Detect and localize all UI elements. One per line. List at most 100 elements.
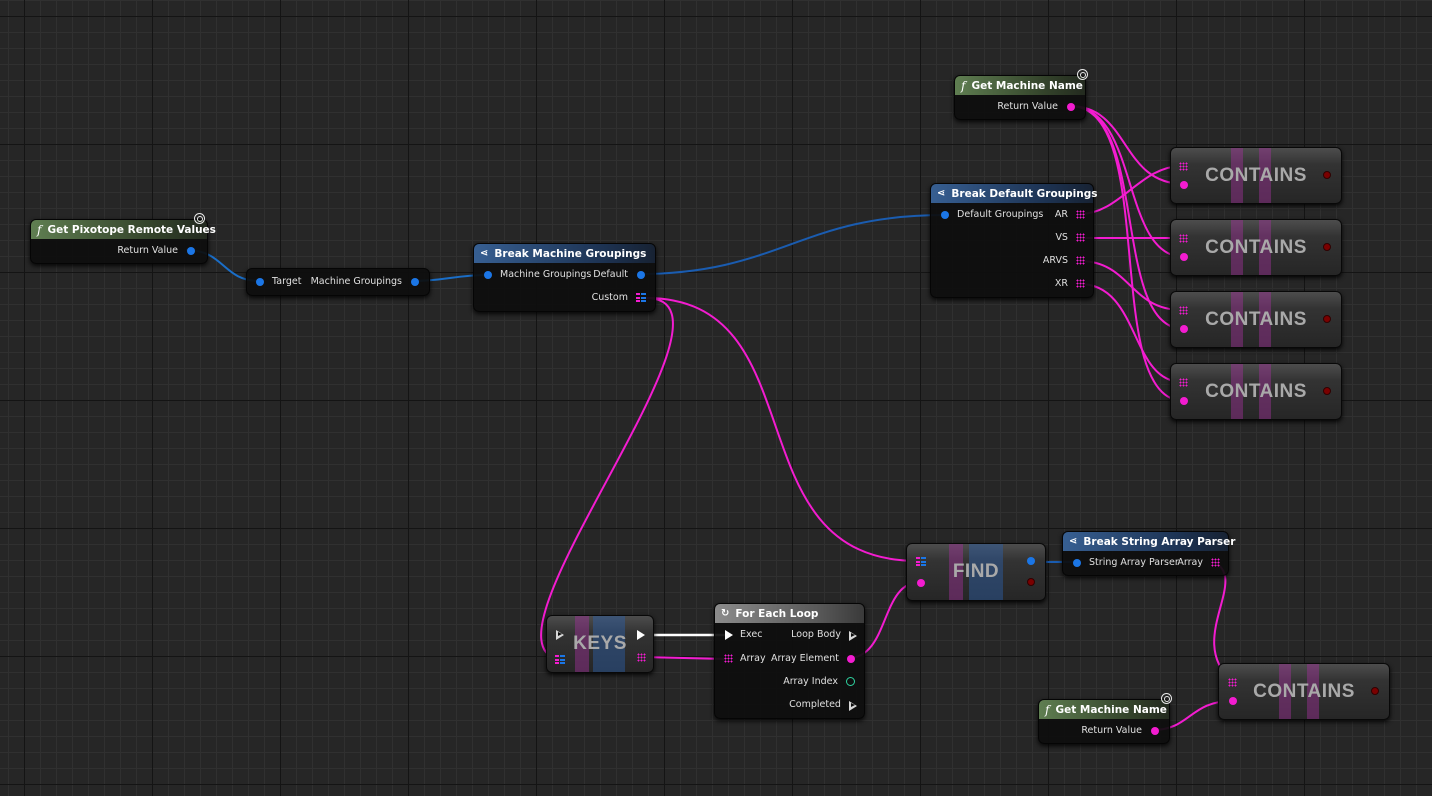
pin-xr-out[interactable]: XR (1055, 278, 1085, 290)
array-pin-icon[interactable] (1076, 210, 1085, 219)
pin-string-array-parser-in[interactable]: String Array Parser (1073, 557, 1179, 569)
node-break-string-array-parser[interactable]: ⋖ Break String Array Parser String Array… (1062, 531, 1235, 576)
bool-out-pin-icon[interactable] (1323, 243, 1331, 251)
pin-loop-body[interactable]: Loop Body (791, 629, 857, 641)
node-get-pixotope-remote-values[interactable]: f Get Pixotope Remote Values Return Valu… (30, 219, 216, 264)
pin-array-in[interactable]: Array (724, 653, 766, 665)
network-replication-icon (1161, 693, 1172, 704)
array-pin-icon[interactable] (1179, 378, 1188, 387)
string-pin-icon[interactable] (1180, 253, 1188, 261)
struct-pin-icon[interactable] (411, 277, 419, 286)
node-contains-5[interactable]: CONTAINS (1218, 663, 1390, 720)
exec-pin-icon[interactable] (849, 700, 857, 711)
exec-out-pin-icon[interactable] (637, 630, 645, 640)
pin-return-value[interactable]: Return Value (997, 101, 1075, 113)
node-contains-4[interactable]: CONTAINS (1170, 363, 1342, 420)
pin-exec-in[interactable]: Exec (725, 629, 762, 641)
bool-out-pin-icon[interactable] (1323, 171, 1331, 179)
break-struct-icon: ⋖ (1069, 536, 1078, 547)
pin-array-out[interactable]: Array (1177, 557, 1220, 569)
array-pin-icon[interactable] (637, 653, 646, 662)
string-pin-icon[interactable] (1180, 397, 1188, 405)
pin-array-index[interactable]: Array Index (783, 676, 855, 688)
pin-completed[interactable]: Completed (789, 699, 857, 711)
node-break-default-groupings[interactable]: ⋖ Break Default Groupings Default Groupi… (930, 183, 1098, 298)
pin-vs-out[interactable]: VS (1055, 232, 1085, 244)
pin-target[interactable]: Target (256, 276, 301, 288)
string-pin-icon[interactable] (1151, 726, 1159, 735)
type-strip (1259, 220, 1271, 275)
struct-pin-icon[interactable] (1073, 558, 1081, 567)
wire-machine-name-4 (1069, 105, 1185, 402)
node-find[interactable]: FIND (906, 543, 1046, 601)
node-header[interactable]: ↻ For Each Loop (715, 604, 864, 623)
pin-label: Return Value (997, 101, 1058, 112)
node-title: CONTAINS (1205, 308, 1307, 330)
node-header[interactable]: f Get Machine Name (1039, 700, 1169, 719)
struct-pin-icon[interactable] (637, 270, 645, 279)
type-strip (575, 616, 589, 672)
array-pin-icon[interactable] (1076, 279, 1085, 288)
string-pin-icon[interactable] (1067, 102, 1075, 111)
node-header[interactable]: f Get Pixotope Remote Values (31, 220, 216, 239)
string-pin-icon[interactable] (1180, 181, 1188, 189)
bool-out-pin-icon[interactable] (1323, 387, 1331, 395)
pin-custom-out[interactable]: Custom (592, 292, 646, 304)
pin-arvs-out[interactable]: ARVS (1043, 255, 1085, 267)
type-strip (1259, 364, 1271, 419)
pin-ar-out[interactable]: AR (1055, 209, 1085, 221)
string-pin-icon[interactable] (1180, 325, 1188, 333)
bool-out-pin-icon[interactable] (1027, 578, 1035, 586)
array-pin-icon[interactable] (1211, 558, 1220, 567)
node-get-machine-name-top[interactable]: f Get Machine Name Return Value (954, 75, 1086, 120)
node-header[interactable]: ⋖ Break String Array Parser (1063, 532, 1235, 551)
integer-pin-icon[interactable] (846, 677, 855, 686)
node-get-machine-groupings[interactable]: Target Machine Groupings (246, 268, 430, 296)
pin-label: XR (1054, 278, 1068, 289)
node-keys[interactable]: KEYS (546, 615, 654, 673)
node-get-machine-name-bottom[interactable]: f Get Machine Name Return Value (1038, 699, 1170, 744)
array-pin-icon[interactable] (1076, 256, 1085, 265)
node-header[interactable]: f Get Machine Name (955, 76, 1085, 95)
exec-pin-icon[interactable] (725, 629, 733, 640)
struct-pin-icon[interactable] (484, 270, 492, 279)
pin-machine-groupings-in[interactable]: Machine Groupings (484, 269, 591, 281)
pin-machine-groupings-out[interactable]: Machine Groupings (311, 276, 419, 288)
break-struct-icon: ⋖ (937, 188, 946, 199)
string-pin-icon[interactable] (847, 654, 855, 663)
node-break-machine-groupings[interactable]: ⋖ Break Machine Groupings Machine Groupi… (473, 243, 656, 312)
array-pin-icon[interactable] (1179, 306, 1188, 315)
node-contains-1[interactable]: CONTAINS (1170, 147, 1342, 204)
struct-pin-icon[interactable] (941, 210, 949, 219)
node-header[interactable]: ⋖ Break Machine Groupings (474, 244, 655, 263)
pin-array-element[interactable]: Array Element (771, 653, 855, 665)
array-pin-icon[interactable] (1179, 234, 1188, 243)
struct-pin-icon[interactable] (1027, 557, 1035, 565)
node-title: CONTAINS (1205, 236, 1307, 258)
struct-pin-icon[interactable] (256, 277, 264, 286)
bool-out-pin-icon[interactable] (1323, 315, 1331, 323)
pin-default-out[interactable]: Default (593, 269, 645, 281)
pin-return-value[interactable]: Return Value (117, 245, 195, 257)
pin-default-groupings-in[interactable]: Default Groupings (941, 209, 1043, 221)
array-pin-icon[interactable] (724, 654, 733, 663)
array-pin-icon[interactable] (1179, 162, 1188, 171)
type-strip (593, 616, 625, 672)
array-pin-icon[interactable] (1228, 678, 1237, 687)
array-pin-icon[interactable] (1076, 233, 1085, 242)
string-pin-icon[interactable] (1229, 697, 1237, 705)
map-pin-icon[interactable] (555, 655, 565, 664)
map-pin-icon[interactable] (636, 293, 646, 302)
struct-pin-icon[interactable] (187, 246, 195, 255)
exec-pin-icon[interactable] (849, 630, 857, 641)
node-contains-2[interactable]: CONTAINS (1170, 219, 1342, 276)
node-header[interactable]: ⋖ Break Default Groupings (931, 184, 1098, 203)
map-pin-icon[interactable] (916, 557, 926, 566)
node-contains-3[interactable]: CONTAINS (1170, 291, 1342, 348)
string-pin-icon[interactable] (917, 579, 925, 587)
bool-out-pin-icon[interactable] (1371, 687, 1379, 695)
exec-in-pin-icon[interactable] (556, 630, 564, 640)
node-for-each-loop[interactable]: ↻ For Each Loop Exec Array Loop Body Arr… (714, 603, 865, 719)
pin-return-value[interactable]: Return Value (1081, 725, 1159, 737)
